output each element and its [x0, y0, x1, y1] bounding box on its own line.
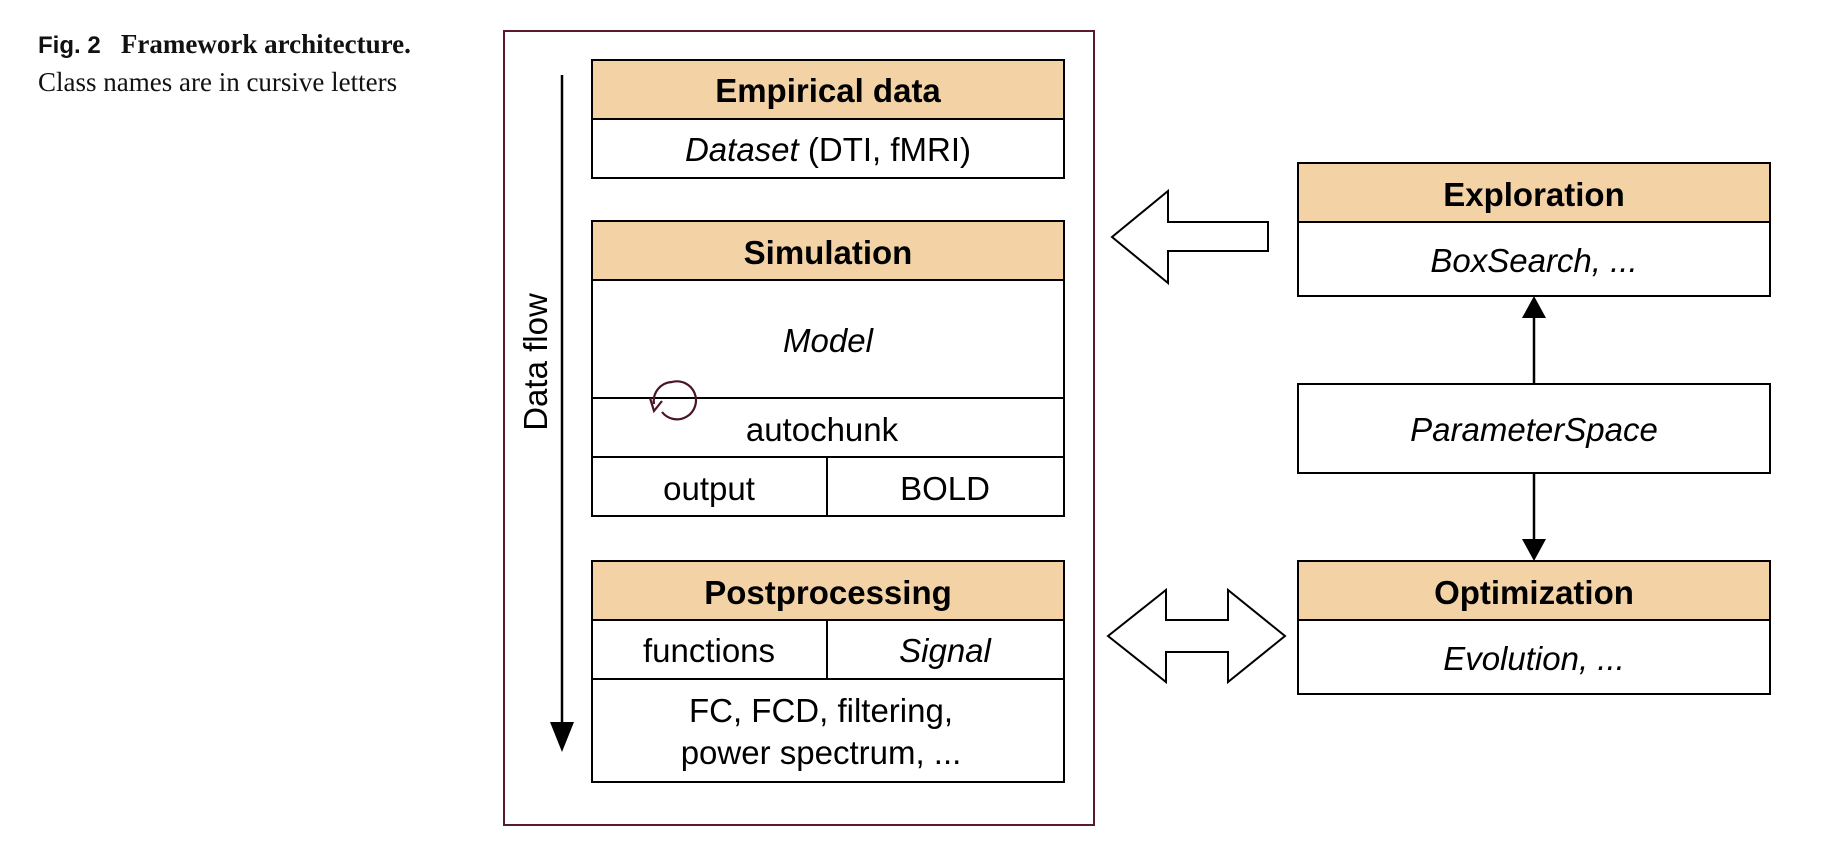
figure-caption: Fig. 2 Framework architecture. Class nam… [38, 26, 438, 100]
optimization-classes: Evolution, ... [1443, 640, 1625, 677]
optimization-block: Optimization Evolution, ... [1297, 560, 1771, 695]
loop-icon [648, 380, 698, 421]
empirical-data-header: Empirical data [715, 72, 941, 109]
simulation-header: Simulation [744, 234, 913, 271]
model-class: Model [783, 322, 875, 359]
data-flow-label: Data flow [517, 293, 554, 431]
empirical-data-block: Empirical data Dataset (DTI, fMRI) [591, 59, 1065, 179]
arrow-to-optimization [1522, 473, 1546, 561]
dataset-cell: Dataset (DTI, fMRI) [685, 131, 971, 168]
dataset-detail: (DTI, fMRI) [808, 131, 971, 168]
figure-label: Fig. 2 [38, 32, 101, 59]
postprocessing-detail-line1: FC, FCD, filtering, [689, 692, 953, 729]
signal-class: Signal [899, 632, 992, 669]
postprocessing-detail-line2: power spectrum, ... [681, 734, 962, 771]
parameter-space-block: ParameterSpace [1297, 383, 1771, 474]
optimization-header: Optimization [1434, 574, 1634, 611]
parameter-space-class: ParameterSpace [1410, 411, 1658, 448]
optimization-exchange-arrow [1106, 587, 1287, 685]
bold-label: BOLD [900, 470, 990, 507]
functions-label: functions [643, 632, 775, 669]
exploration-feed-arrow [1110, 188, 1269, 286]
figure-title: Framework architecture. [120, 29, 411, 59]
simulation-block: Simulation Model autochunk output BOLD [591, 220, 1065, 517]
data-flow-arrow [550, 75, 574, 752]
framework-frame [503, 30, 1095, 826]
postprocessing-block: Postprocessing functions Signal FC, FCD,… [591, 560, 1065, 783]
figure-caption-text: Class names are in cursive letters [38, 67, 398, 97]
output-label: output [663, 470, 755, 507]
dataset-class: Dataset [685, 131, 801, 168]
autochunk-label: autochunk [746, 411, 899, 448]
exploration-block: Exploration BoxSearch, ... [1297, 162, 1771, 297]
postprocessing-header: Postprocessing [704, 574, 952, 611]
exploration-header: Exploration [1443, 176, 1625, 213]
exploration-classes: BoxSearch, ... [1430, 242, 1637, 279]
arrow-to-exploration [1522, 296, 1546, 384]
